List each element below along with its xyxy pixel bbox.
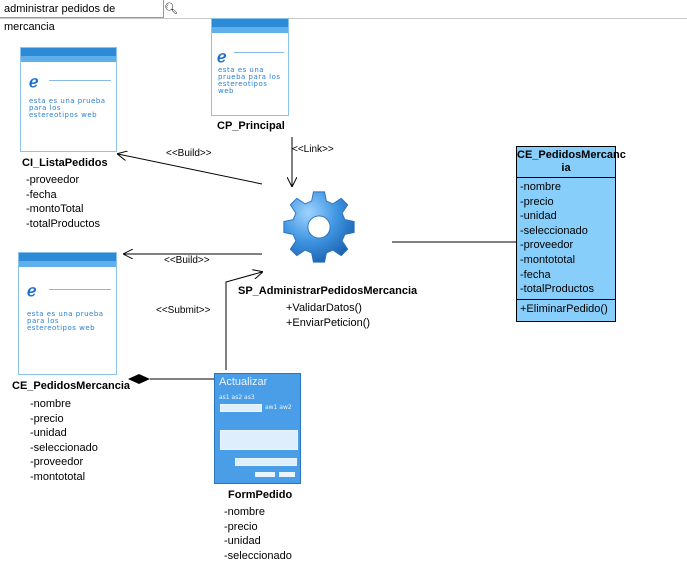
page-body-text: esta es una prueba para los estereotipos…	[218, 66, 281, 95]
form-decoration: aw1 aw2	[265, 404, 292, 411]
form-decoration: as1 as2 as3	[219, 394, 255, 401]
ci-lista-attr: -montoTotal	[26, 203, 84, 215]
ce-right-attr: -unidad	[520, 210, 557, 223]
ce-right-operations: +EliminarPedido()	[517, 300, 615, 319]
page-nav-bar	[19, 261, 116, 267]
ce-right-title-line2: ia	[561, 162, 571, 174]
edge-submit	[225, 272, 262, 370]
gear-icon	[283, 191, 355, 263]
page-rule	[234, 52, 284, 53]
form-title: Actualizar	[219, 376, 268, 388]
cp-principal-name: CP_Principal	[217, 120, 285, 132]
sp-admin-operations: +ValidarDatos() +EnviarPeticion()	[286, 301, 370, 330]
ci-lista-attr: -totalProductos	[26, 217, 100, 230]
ce-pedidos-right-class[interactable]: CE_PedidosMercanc ia -nombre -precio -un…	[516, 146, 626, 322]
ce-pedidos-left-attributes: -nombre -precio -unidad -seleccionado -p…	[30, 397, 98, 484]
ce-pedidos-left-page-icon: ℯ esta es una prueba para los estereotip…	[18, 252, 117, 375]
page-header-bar	[19, 253, 116, 261]
form-field	[235, 458, 297, 466]
ce-left-attr: -montototal	[30, 470, 86, 483]
form-button	[279, 472, 295, 477]
edge-build-1-label: <<Build>>	[166, 148, 212, 159]
ce-left-attr: -proveedor	[30, 456, 84, 468]
ci-lista-page-icon: ℯ esta es una prueba para los estereotip…	[20, 47, 117, 152]
ce-right-title: CE_PedidosMercanc ia	[517, 147, 626, 178]
ci-lista-name: CI_ListaPedidos	[22, 157, 108, 169]
form-pedido-icon: Actualizar as1 as2 as3 aw1 aw2	[214, 373, 301, 484]
form-attr: -unidad	[224, 535, 261, 547]
ie-logo-icon: ℯ	[29, 74, 39, 91]
page-header-bar	[212, 19, 288, 27]
page-nav-bar	[21, 56, 116, 62]
ci-lista-attr: -fecha	[26, 188, 57, 201]
form-pedido-name: FormPedido	[228, 489, 293, 501]
ci-lista-attributes: -proveedor -fecha -montoTotal -totalProd…	[26, 173, 100, 231]
ce-right-attributes: -nombre -precio -unidad -seleccionado -p…	[517, 178, 615, 300]
form-attr: -seleccionado	[224, 549, 292, 562]
ie-logo-icon: ℯ	[217, 49, 227, 66]
ce-left-attr: -precio	[30, 412, 64, 425]
sp-admin-op: +ValidarDatos()	[286, 302, 362, 314]
page-nav-bar	[212, 27, 288, 33]
edge-link-label: <<Link>>	[292, 144, 334, 155]
ce-left-attr: -unidad	[30, 427, 67, 439]
page-body-text: esta es una prueba para los estereotipos…	[29, 97, 106, 119]
ce-right-attr: -proveedor	[520, 239, 574, 252]
ce-right-attr: -montototal	[520, 253, 576, 266]
sp-admin-name: SP_AdministrarPedidosMercancia	[238, 285, 418, 297]
form-field	[220, 430, 298, 450]
form-attr: -nombre	[224, 506, 265, 518]
ce-right-title-line1: CE_PedidosMercanc	[517, 149, 626, 161]
diagram-tab-title: administrar pedidos de mercancia	[4, 3, 116, 33]
form-button	[255, 472, 275, 477]
ce-right-attr: -nombre	[520, 181, 561, 193]
ie-logo-icon: ℯ	[27, 283, 37, 300]
form-pedido-attributes: -nombre -precio -unidad -seleccionado	[224, 505, 292, 563]
edge-submit-label: <<Submit>>	[156, 305, 211, 316]
search-icon[interactable]: 🔍︎	[164, 3, 178, 15]
ce-right-attr: -fecha	[520, 268, 551, 281]
ce-right-op: +EliminarPedido()	[520, 302, 608, 315]
diagram-tab[interactable]: administrar pedidos de mercancia	[0, 0, 164, 33]
tab-divider	[0, 18, 687, 19]
ce-pedidos-left-name: CE_PedidosMercancia	[12, 380, 130, 392]
page-body-text: esta es una prueba para los estereotipos…	[27, 310, 104, 332]
sp-admin-op: +EnviarPeticion()	[286, 316, 371, 329]
ce-right-attr: -precio	[520, 195, 554, 208]
ce-right-attr: -seleccionado	[520, 224, 588, 237]
cp-principal-page-icon: ℯ esta es una prueba para los estereotip…	[211, 18, 289, 116]
ce-left-attr: -nombre	[30, 398, 71, 410]
ci-lista-attr: -proveedor	[26, 174, 80, 186]
ce-left-attr: -seleccionado	[30, 441, 98, 454]
form-field	[220, 404, 262, 412]
page-header-bar	[21, 48, 116, 56]
ce-right-attr: -totalProductos	[520, 283, 594, 296]
edge-build-2-label: <<Build>>	[164, 255, 210, 266]
form-attr: -precio	[224, 520, 258, 533]
page-rule	[49, 289, 111, 290]
composition-diamond	[128, 374, 150, 384]
page-rule	[49, 80, 111, 81]
edge-build-1	[118, 154, 263, 185]
